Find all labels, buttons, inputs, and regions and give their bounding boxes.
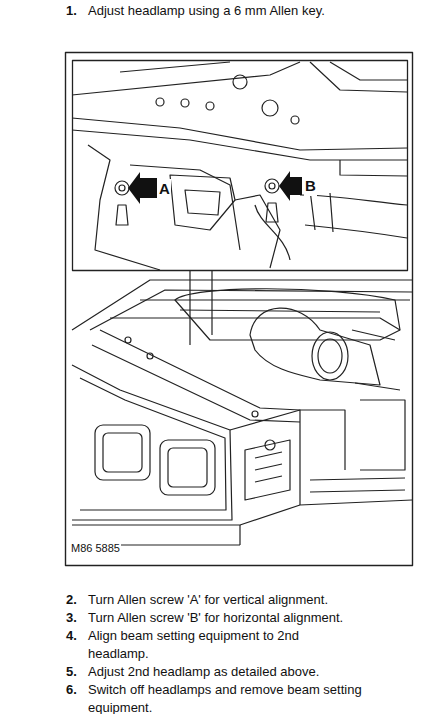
step-number: 2. [66, 591, 86, 609]
step-text: Adjust headlamp using a 6 mm Allen key. [88, 2, 428, 20]
figure-number: M86 5885 [70, 541, 121, 556]
headlamp-detail [72, 62, 407, 270]
step-number: 1. [66, 2, 86, 20]
callout-letter: B [304, 176, 317, 196]
arrow-b [279, 171, 302, 201]
step-text: Turn Allen screw 'A' for vertical alignm… [88, 591, 428, 609]
step-number: 5. [66, 663, 86, 681]
vehicle-front [72, 270, 412, 545]
arrow-a [128, 172, 157, 204]
step-text: Adjust 2nd headlamp as detailed above. [88, 663, 428, 681]
step-number: 4. [66, 627, 86, 645]
step-number: 3. [66, 609, 86, 627]
step-number: 6. [66, 681, 86, 699]
step-text: Align beam setting equipment to 2nd head… [88, 627, 363, 662]
step-text: Turn Allen screw 'B' for horizontal alig… [88, 609, 428, 627]
step-text: Switch off headlamps and remove beam set… [88, 681, 418, 714]
callout-letter: A [158, 179, 171, 199]
